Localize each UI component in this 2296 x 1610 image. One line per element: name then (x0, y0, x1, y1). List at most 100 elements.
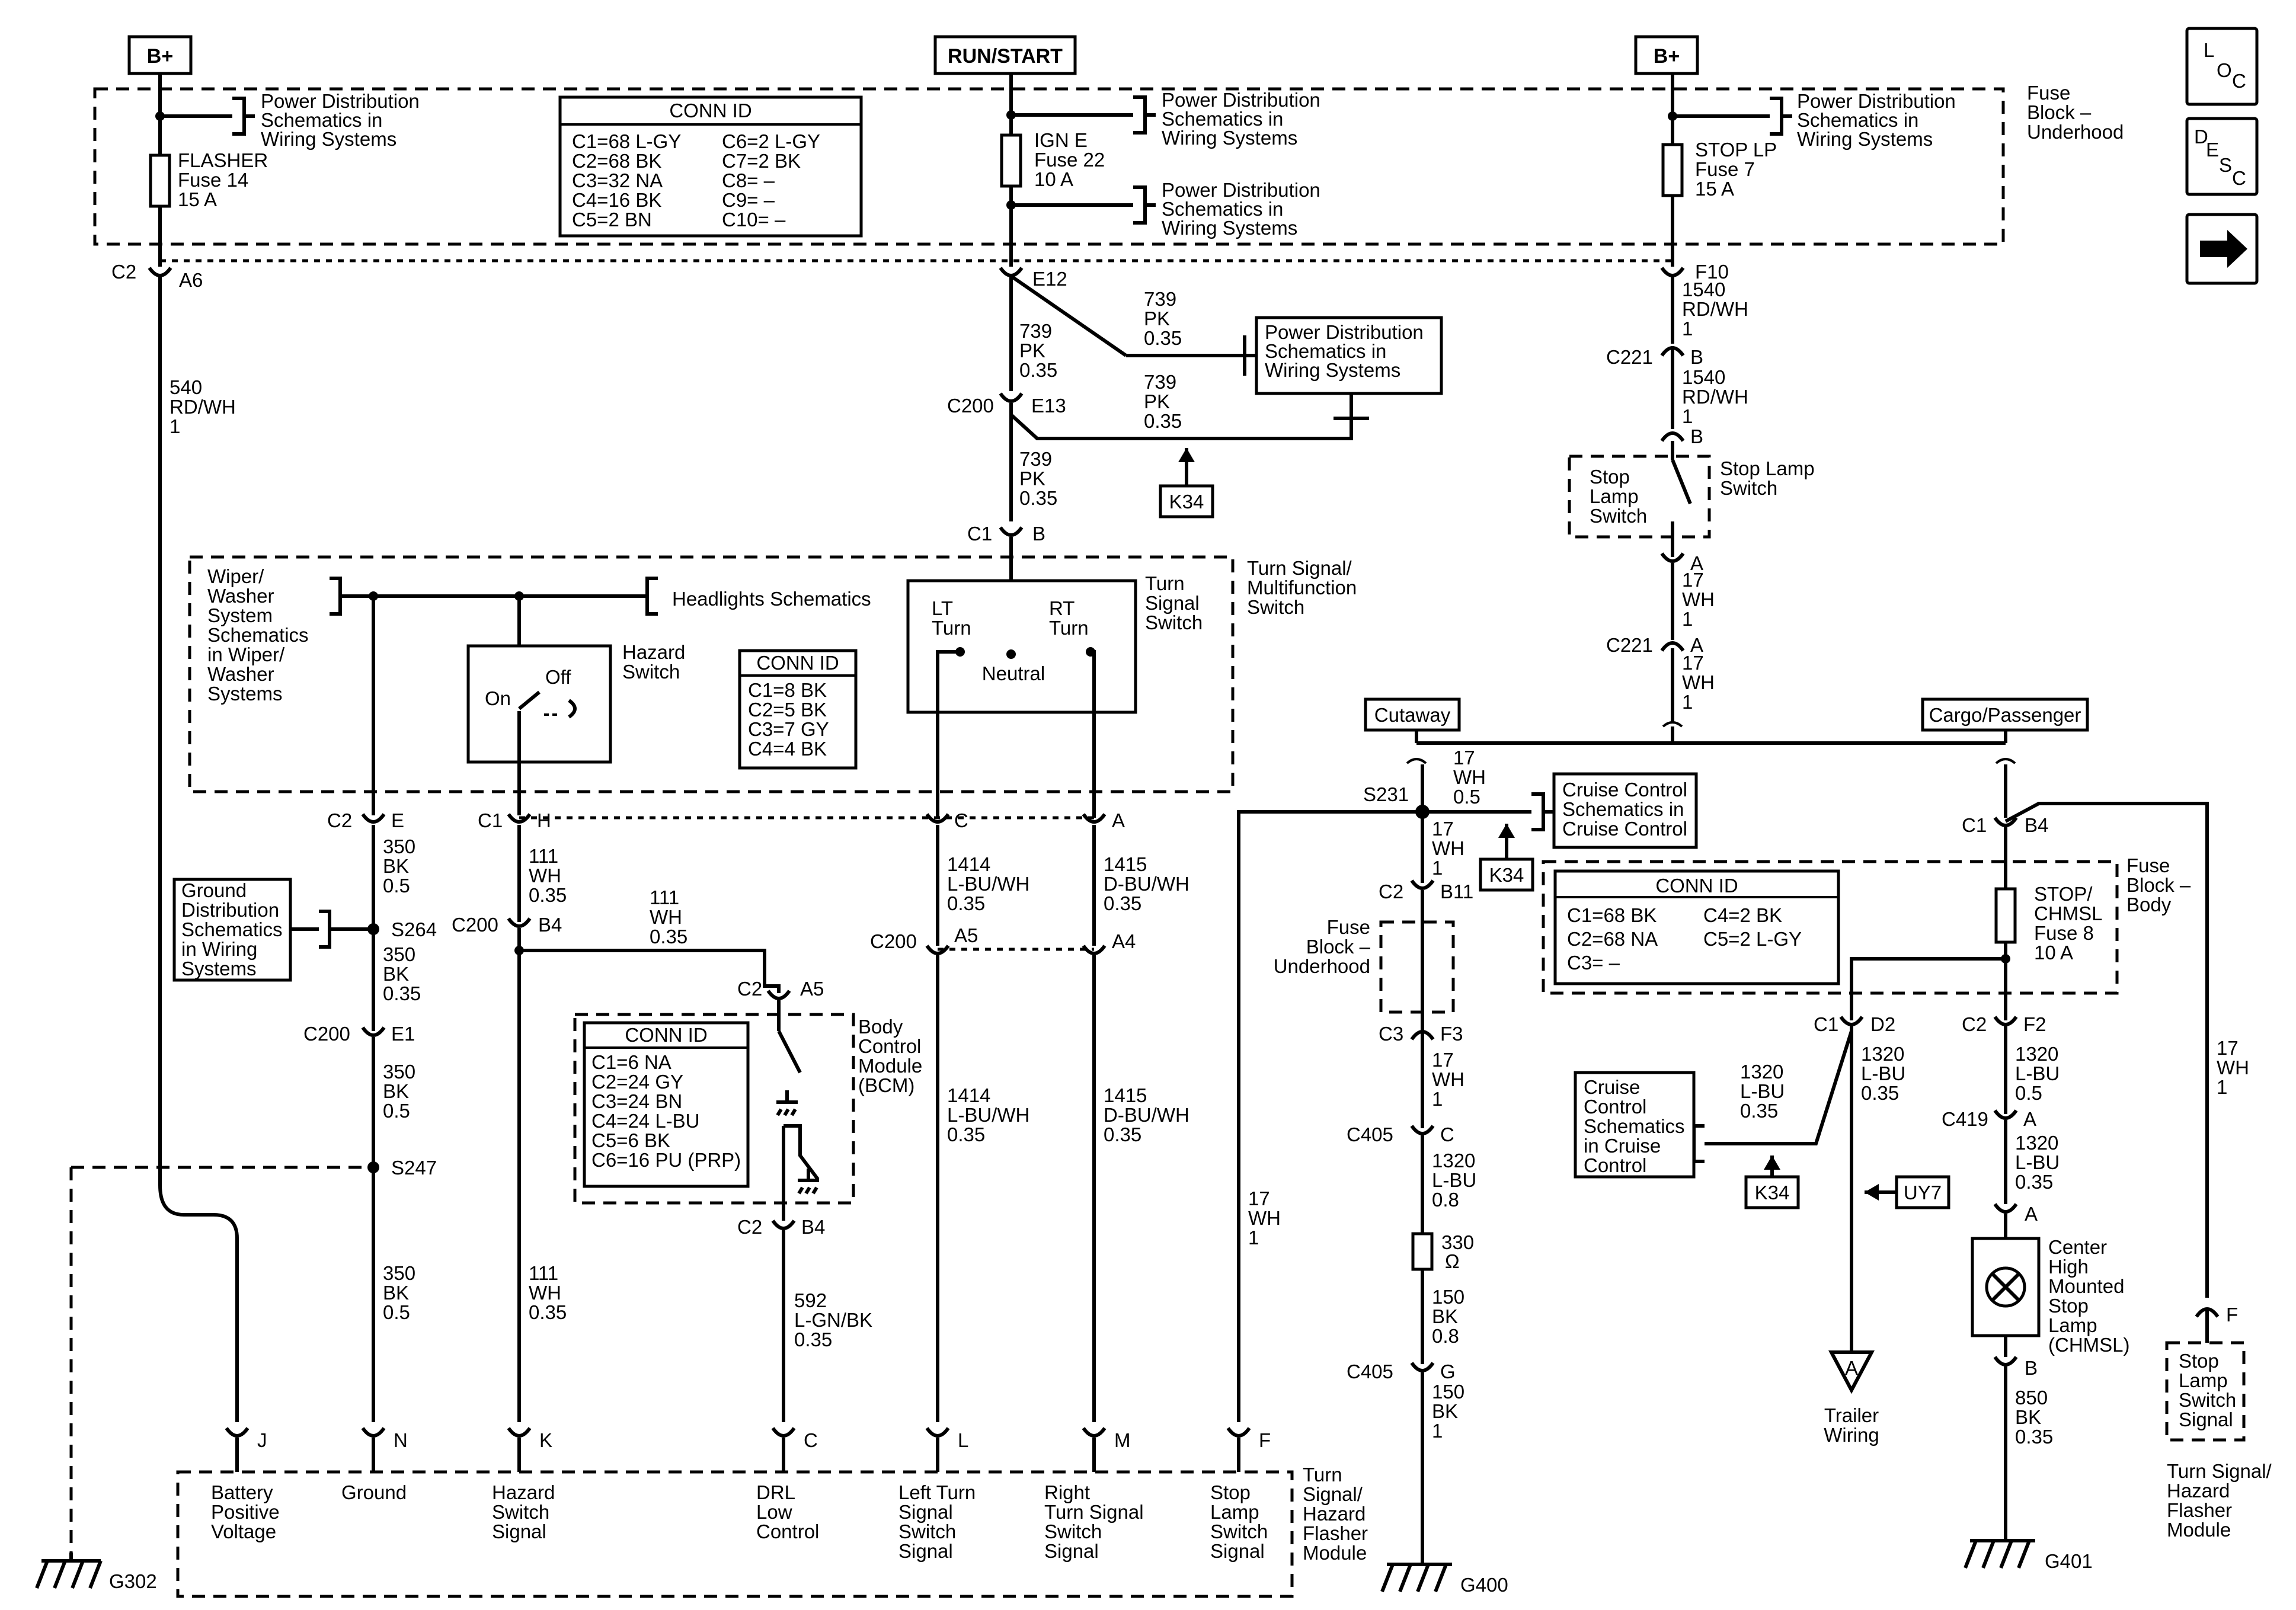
fuse-block-underhood-outline (93, 87, 2005, 246)
svg-text:540: 540 (170, 376, 202, 398)
svg-text:A: A (2023, 1108, 2036, 1130)
svg-text:CHMSL: CHMSL (2034, 902, 2103, 924)
svg-text:FLASHER: FLASHER (178, 149, 268, 171)
svg-text:15 A: 15 A (178, 188, 217, 210)
svg-text:Switch: Switch (898, 1521, 956, 1542)
svg-text:K34: K34 (1169, 491, 1204, 513)
svg-text:C200: C200 (947, 395, 994, 417)
k34-ref-3: K34 (1744, 1156, 1800, 1209)
next-arrow-button[interactable] (2185, 213, 2259, 285)
svg-text:Module: Module (2167, 1519, 2231, 1541)
svg-text:Fuse: Fuse (2126, 854, 2170, 876)
desc-button[interactable]: D E S C (2185, 117, 2259, 196)
svg-text:Headlights Schematics: Headlights Schematics (672, 588, 871, 610)
svg-text:B+: B+ (1654, 45, 1680, 68)
pd-ref-right: Power Distribution Schematics in Wiring … (1797, 90, 1956, 150)
svg-text:C200: C200 (870, 930, 917, 952)
svg-text:A6: A6 (179, 269, 203, 291)
svg-text:S264: S264 (391, 918, 437, 940)
wire-1414-a: 1414 L-BU/WH 0.35 (947, 853, 1029, 914)
ohm-icon: Ω (1445, 1250, 1460, 1272)
svg-text:Switch: Switch (1247, 596, 1304, 618)
svg-text:111: 111 (650, 886, 679, 908)
svg-text:592: 592 (794, 1289, 827, 1311)
svg-text:B: B (1032, 523, 1045, 545)
svg-text:0.8: 0.8 (1432, 1189, 1459, 1211)
svg-text:Power Distribution: Power Distribution (1797, 90, 1956, 112)
svg-text:Left Turn: Left Turn (898, 1481, 976, 1503)
svg-text:Flasher: Flasher (2167, 1499, 2232, 1521)
svg-text:WH: WH (529, 865, 561, 886)
svg-text:Wiring Systems: Wiring Systems (1162, 217, 1297, 239)
conn-id-switch-table: CONN ID C1=8 BK C2=5 BK C3=7 GY C4=4 BK (738, 649, 858, 770)
svg-text:Stop: Stop (1590, 466, 1630, 488)
svg-text:1: 1 (1432, 857, 1443, 879)
svg-text:Schematics in: Schematics in (1162, 108, 1283, 130)
svg-text:System: System (207, 604, 273, 626)
svg-text:C419: C419 (1942, 1108, 1988, 1130)
svg-text:Fuse: Fuse (2027, 82, 2070, 104)
svg-text:C4=2 BK: C4=2 BK (1703, 904, 1782, 926)
svg-text:WH: WH (2217, 1057, 2249, 1078)
svg-text:1415: 1415 (1104, 1084, 1147, 1106)
svg-text:Voltage: Voltage (211, 1521, 276, 1542)
uy7-ref: UY7 (1865, 1175, 1950, 1209)
svg-text:A: A (2025, 1203, 2038, 1225)
svg-text:B+: B+ (147, 45, 173, 68)
svg-text:Signal/: Signal/ (1303, 1483, 1363, 1505)
svg-text:C2=5 BK: C2=5 BK (748, 699, 827, 721)
svg-text:WH: WH (1682, 588, 1715, 610)
svg-text:17: 17 (1453, 747, 1475, 769)
chmsl-label: Center High Mounted Stop Lamp (CHMSL) (2048, 1236, 2130, 1356)
svg-text:D-BU/WH: D-BU/WH (1104, 873, 1189, 895)
svg-text:1: 1 (1432, 1088, 1443, 1110)
svg-text:Control: Control (756, 1521, 819, 1542)
svg-text:Lamp: Lamp (2179, 1369, 2228, 1391)
wire-739-label-a: 739 PK 0.35 (1019, 320, 1057, 381)
ign-e-fuse-label: IGN E Fuse 22 10 A (1034, 129, 1105, 190)
conn-id-top-table: CONN ID C1=68 L-GY C2=68 BK C3=32 NA C4=… (558, 95, 863, 238)
flasher-module-right-label: Turn Signal/ Hazard Flasher Module (2167, 1460, 2272, 1541)
svg-text:739: 739 (1019, 320, 1052, 342)
svg-text:Systems: Systems (207, 683, 283, 705)
svg-text:BK: BK (383, 1282, 409, 1304)
svg-text:1415: 1415 (1104, 853, 1147, 875)
svg-text:15 A: 15 A (1695, 178, 1734, 200)
svg-text:Fuse 14: Fuse 14 (178, 169, 248, 191)
wire-1540-a: 1540 RD/WH 1 (1682, 279, 1748, 340)
svg-text:WH: WH (1432, 837, 1464, 859)
wire-17-c: 17 WH 0.5 (1453, 747, 1486, 808)
svg-text:C1=68 L-GY: C1=68 L-GY (572, 130, 681, 152)
svg-text:A5: A5 (954, 924, 978, 946)
svg-text:C1=68 BK: C1=68 BK (1567, 904, 1657, 926)
svg-text:1540: 1540 (1682, 366, 1725, 388)
wire-540-label: 540 RD/WH 1 (170, 376, 236, 437)
svg-text:L-BU: L-BU (1740, 1080, 1785, 1102)
svg-text:E13: E13 (1031, 395, 1066, 417)
wire-739-label-b: 739 PK 0.35 (1144, 288, 1182, 349)
wiper-washer-ref: Wiper/ Washer System Schematics in Wiper… (207, 565, 309, 705)
svg-text:17: 17 (1432, 818, 1454, 840)
svg-text:Power Distribution: Power Distribution (1162, 179, 1320, 201)
svg-text:Hazard: Hazard (1303, 1503, 1366, 1525)
wire-739-label-c: 739 PK 0.35 (1144, 371, 1182, 432)
svg-text:Signal: Signal (1044, 1540, 1099, 1562)
svg-text:Hazard: Hazard (622, 641, 685, 663)
module-pin-hazard: Hazard Switch Signal (492, 1481, 555, 1542)
k34-ref-2: K34 (1479, 824, 1534, 892)
svg-text:Cruise Control: Cruise Control (1562, 779, 1687, 801)
svg-text:WH: WH (1432, 1068, 1464, 1090)
connector-labels-switch: C2 E C1 H C A (327, 809, 1125, 831)
loc-button[interactable]: L O C (2185, 27, 2259, 106)
module-pin-drl: DRL Low Control (756, 1481, 819, 1542)
svg-text:Schematics: Schematics (1584, 1115, 1685, 1137)
svg-text:Wiring: Wiring (1824, 1424, 1879, 1446)
svg-text:Power Distribution: Power Distribution (1265, 321, 1424, 343)
svg-text:Off: Off (545, 666, 571, 688)
svg-text:Signal: Signal (492, 1521, 546, 1542)
svg-text:0.35: 0.35 (529, 884, 567, 906)
flasher-module-outline (176, 1470, 1294, 1598)
svg-text:Turn: Turn (1303, 1464, 1342, 1486)
svg-text:F: F (1259, 1429, 1271, 1451)
wire-17-d: 17 WH 1 (1432, 818, 1464, 879)
